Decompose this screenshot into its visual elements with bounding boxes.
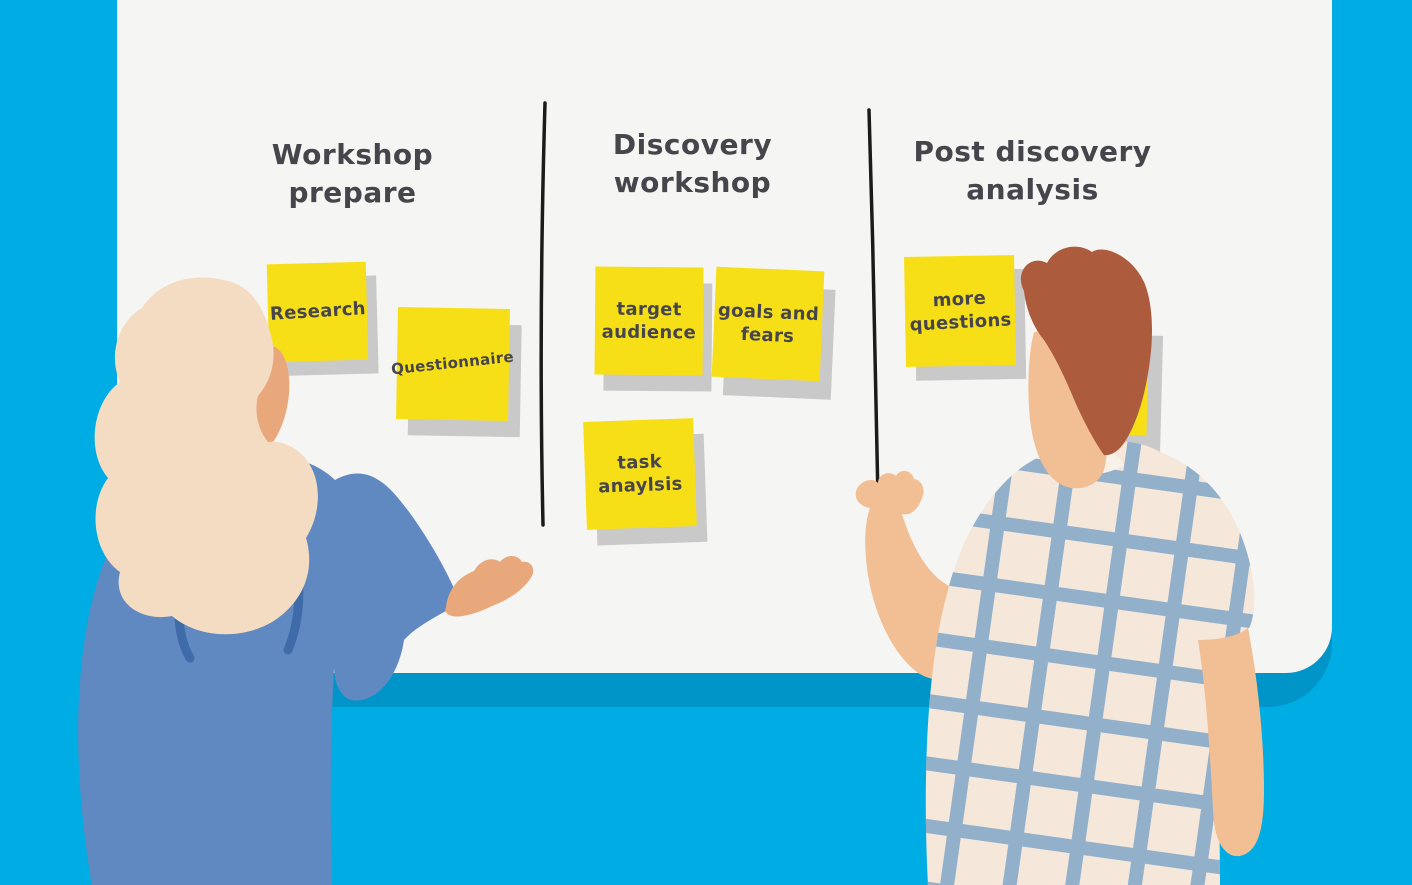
man-hanging-arm <box>1198 628 1264 857</box>
woman-figure <box>78 277 534 885</box>
woman-hair <box>94 277 318 635</box>
man-figure <box>855 246 1264 885</box>
man-shirt-plaid-pattern <box>925 441 1255 885</box>
column-title-workshop-prepare: Workshop prepare <box>271 138 434 209</box>
column-title-discovery-workshop: Discovery workshop <box>612 128 773 199</box>
man-hair <box>1020 246 1152 456</box>
woman-hand <box>445 556 534 617</box>
column-divider-1 <box>539 101 547 527</box>
column-divider-2 <box>867 108 880 502</box>
column-title-post-discovery-analysis: Post discovery analysis <box>913 135 1152 206</box>
